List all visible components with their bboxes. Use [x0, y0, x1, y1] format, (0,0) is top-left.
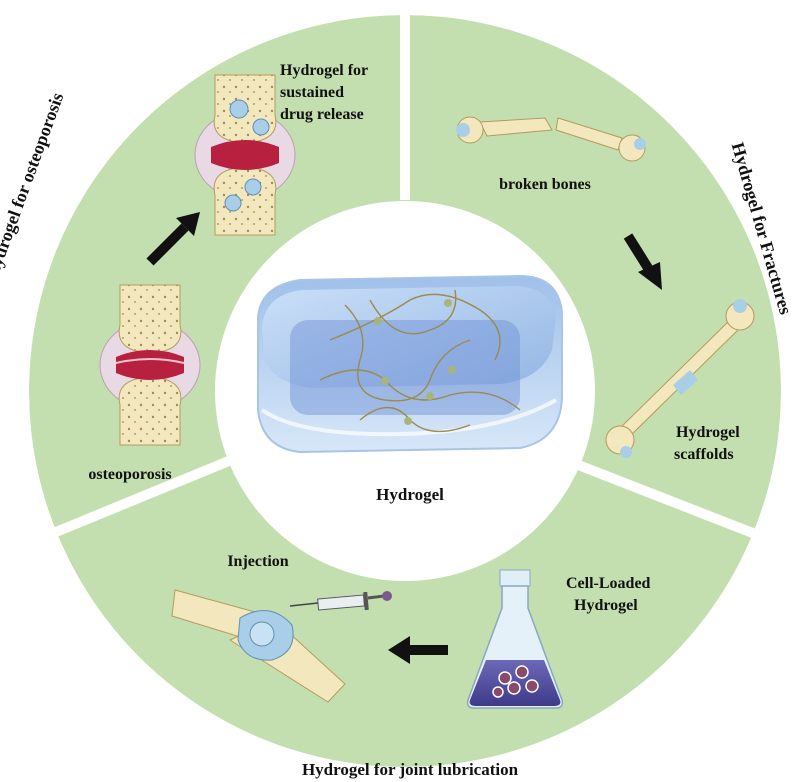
knee-joint-icon [171, 589, 346, 703]
arrow-down-right-icon [623, 233, 662, 290]
injection-label: Injection [227, 553, 288, 570]
syringe-icon [289, 591, 392, 611]
cell-loaded-label: Cell-Loaded Hydrogel [566, 575, 654, 614]
arrow-left-icon [388, 636, 448, 664]
repaired-bone-icon [605, 299, 755, 458]
center-label: Hydrogel [376, 485, 444, 504]
broken-bone-icon [456, 116, 646, 162]
flask-icon [466, 569, 564, 709]
osteoporosis-before-label: osteoporosis [88, 466, 171, 483]
osteoporosis-joint-icon [99, 284, 201, 446]
joint-lubrication-title: Hydrogel for joint lubrication [302, 760, 519, 779]
drug-release-label: Hydrogel for sustained drug release [280, 62, 372, 123]
hydrogel-block-icon [257, 274, 563, 454]
arrow-up-right-icon [146, 212, 200, 266]
broken-bones-label: broken bones [499, 176, 591, 193]
cell-spheres [492, 665, 539, 698]
drug-spheres [224, 99, 270, 212]
scaffolds-label: Hydrogel scaffolds [674, 424, 744, 463]
scaffold-segment [673, 370, 698, 395]
drug-release-joint-icon [194, 74, 296, 236]
crosslink-nodes [374, 299, 456, 425]
